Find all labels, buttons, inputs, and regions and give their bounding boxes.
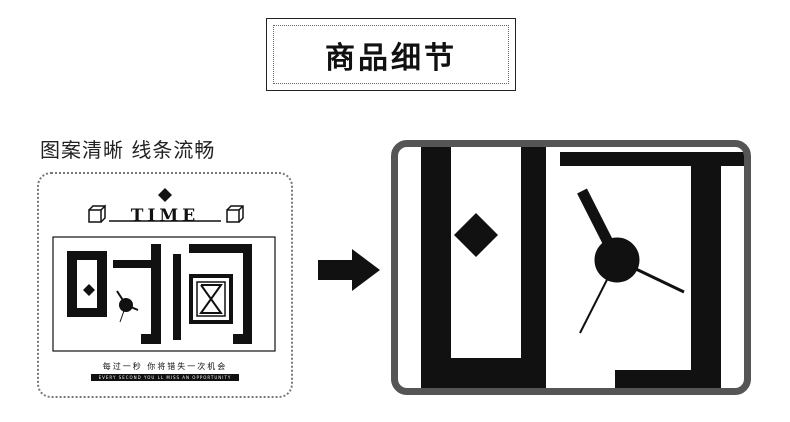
right-arrow-icon <box>318 249 380 291</box>
clock-icon <box>577 188 685 334</box>
tagline-cn: 每过一秒 你将错失一次机会 <box>102 362 228 371</box>
artwork-frame <box>52 236 276 352</box>
section-title-box: 商品细节 <box>266 18 516 91</box>
product-thumbnail: TIME <box>37 172 293 398</box>
glyph-jian <box>173 244 252 344</box>
clock-icon <box>116 290 139 323</box>
diamond-icon <box>158 188 172 202</box>
logo-text: TIME <box>131 206 199 226</box>
section-title: 商品细节 <box>325 40 457 76</box>
zoomed-detail <box>391 140 751 395</box>
hourglass-icon <box>189 274 233 324</box>
cube-icon-right <box>226 205 244 223</box>
thumbnail-art: TIME <box>52 188 276 352</box>
glyph-shi <box>67 244 161 344</box>
diamond-icon <box>454 213 498 257</box>
detail-caption: 图案清晰 线条流畅 <box>40 138 216 162</box>
cube-icon-left <box>88 204 106 223</box>
zoom-glyph-strokes <box>421 147 744 388</box>
tagline-en: EVERY SECOND YOU LL MISS AN OPPORTUNITY <box>91 374 239 381</box>
zoomed-art <box>421 147 744 388</box>
